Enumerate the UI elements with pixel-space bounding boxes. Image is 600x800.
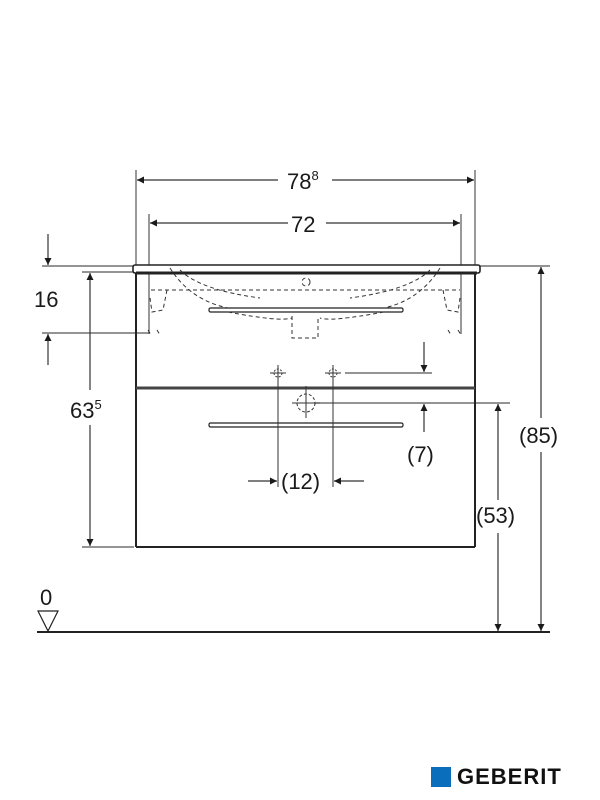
cabinet-height-label: 635 bbox=[70, 397, 102, 423]
dim-total-height: (85) bbox=[519, 267, 558, 631]
dim-valve-offset: (7) bbox=[407, 342, 434, 467]
total-height-label: (85) bbox=[519, 423, 558, 448]
waste-height-label: (53) bbox=[476, 503, 515, 528]
dim-basin-height: 16 bbox=[34, 234, 58, 365]
water-connections bbox=[270, 365, 341, 487]
dim-basin-width: 72 bbox=[150, 212, 460, 237]
geberit-logo: GEBERIT bbox=[431, 764, 562, 789]
floor-level-label: 0 bbox=[40, 585, 52, 610]
dim-waste-height: (53) bbox=[476, 404, 515, 631]
extension-lines bbox=[42, 170, 550, 548]
valve-offset-label: (7) bbox=[407, 442, 434, 467]
floor-level: 0 bbox=[37, 585, 550, 633]
dim-overall-width: 788 bbox=[137, 168, 474, 194]
valve-spacing-label: (12) bbox=[281, 469, 320, 494]
brand-square-icon bbox=[431, 767, 451, 787]
basin-width-label: 72 bbox=[291, 212, 315, 237]
dim-valve-spacing: (12) bbox=[248, 469, 364, 494]
basin-height-label: 16 bbox=[34, 287, 58, 312]
basin-hidden-lines bbox=[147, 267, 462, 339]
brand-name: GEBERIT bbox=[457, 764, 562, 789]
overall-width-label: 788 bbox=[287, 168, 319, 194]
dim-cabinet-height: 635 bbox=[70, 273, 102, 546]
